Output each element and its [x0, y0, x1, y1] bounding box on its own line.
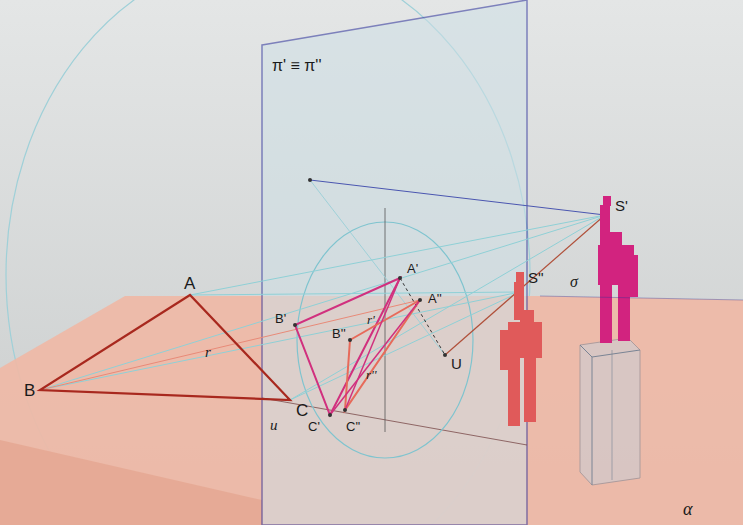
point-label: U [451, 356, 462, 371]
point-label: r [205, 345, 211, 360]
point-label: σ [570, 274, 578, 290]
point-label: S'' [528, 270, 544, 285]
point-label: C' [308, 420, 320, 433]
point-label: C [296, 402, 308, 419]
triangle-abc [40, 295, 290, 400]
projection-line [310, 180, 605, 215]
connector-line [330, 300, 420, 415]
statue-s1 [598, 196, 638, 343]
point-label: A'' [428, 292, 442, 305]
point-label: π' ≡ π'' [272, 58, 321, 74]
pedestal [580, 338, 640, 485]
line-r [40, 300, 420, 390]
point-label: B [24, 382, 35, 399]
rays [40, 215, 605, 400]
point-label: A' [407, 262, 418, 275]
point-label: r' [367, 313, 375, 326]
point-label: u [270, 418, 278, 433]
point-label: C'' [346, 420, 360, 433]
point-label: A [184, 275, 195, 292]
trace-u [262, 398, 527, 445]
plane-edge [540, 296, 743, 300]
triangle-second-image [345, 300, 420, 410]
point-label: S' [615, 198, 628, 213]
point-label: r'' [366, 368, 377, 381]
points [293, 276, 447, 417]
plane-alpha-front [0, 440, 262, 525]
plane-pi [262, 0, 527, 525]
point-label: B' [275, 312, 286, 325]
point [308, 178, 312, 182]
point-label: B'' [332, 327, 346, 340]
statue-s2 [500, 272, 542, 426]
point-label: α [683, 500, 692, 518]
connector-line [345, 278, 400, 410]
